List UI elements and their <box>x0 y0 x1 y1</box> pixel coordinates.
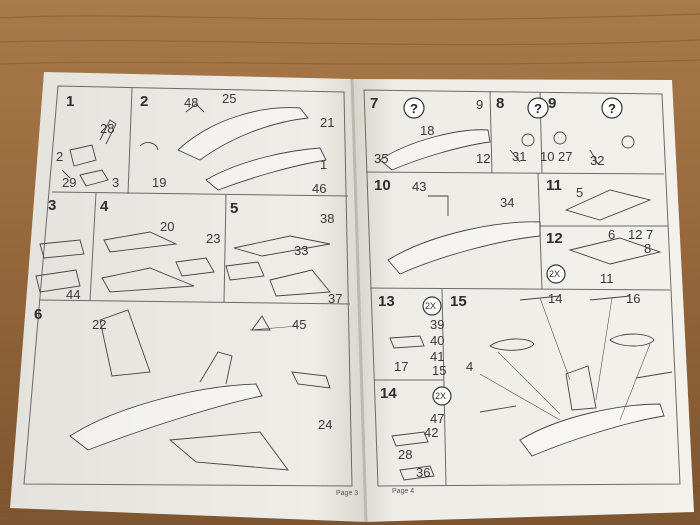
step-number: 15 <box>450 293 467 310</box>
part-number: 46 <box>312 181 327 196</box>
step-number: 10 <box>374 177 391 194</box>
svg-text:?: ? <box>534 101 542 116</box>
part-number: 45 <box>292 317 307 332</box>
part-number: 19 <box>152 175 167 190</box>
part-number: 23 <box>206 231 221 246</box>
part-number: 38 <box>320 211 335 226</box>
step-number: 13 <box>378 293 395 310</box>
part-number: 8 <box>644 241 652 256</box>
step-number: 11 <box>546 177 562 194</box>
part-number: 22 <box>92 317 107 332</box>
part-number: 42 <box>424 425 439 440</box>
step-number: 12 <box>546 230 563 247</box>
part-number: 48 <box>184 95 199 110</box>
step-number: 2 <box>140 93 149 110</box>
part-number: 12 <box>476 151 491 166</box>
part-number: 33 <box>294 243 309 258</box>
step-number: 4 <box>100 198 109 215</box>
step-number: 5 <box>230 200 239 217</box>
part-number: 12 <box>628 227 643 242</box>
step-number: 6 <box>34 306 43 323</box>
part-number: 27 <box>558 149 573 164</box>
part-number: 41 <box>430 349 445 364</box>
svg-text:?: ? <box>410 101 418 116</box>
part-number: 40 <box>430 333 445 348</box>
part-number: 18 <box>420 123 435 138</box>
part-number: 25 <box>222 91 237 106</box>
step-number: 14 <box>380 385 397 402</box>
part-number: 37 <box>328 291 343 306</box>
part-number: 44 <box>66 287 81 302</box>
step-number: 7 <box>370 95 379 112</box>
part-number: 1 <box>320 157 328 172</box>
svg-text:?: ? <box>608 101 616 116</box>
right-page <box>352 79 694 522</box>
part-number: 5 <box>576 185 584 200</box>
assembly-drawings <box>35 103 673 481</box>
part-number: 16 <box>626 291 641 306</box>
question-marks: ? ? ? <box>410 101 616 116</box>
part-number: 31 <box>512 149 527 164</box>
part-number: 6 <box>608 227 616 242</box>
part-number: 9 <box>476 97 484 112</box>
left-page-label: Page 3 <box>336 490 359 497</box>
part-number: 20 <box>160 219 175 234</box>
part-number: 24 <box>318 417 333 432</box>
part-number: 4 <box>466 359 474 374</box>
right-page-label: Page 4 <box>392 488 415 495</box>
part-number: 36 <box>416 465 431 480</box>
step-number: 8 <box>496 95 505 112</box>
quantity-mark: 2X <box>435 391 447 401</box>
part-number: 35 <box>374 151 389 166</box>
part-number: 3 <box>112 175 120 190</box>
part-number: 21 <box>320 115 335 130</box>
part-number: 39 <box>430 317 445 332</box>
part-number: 32 <box>590 153 605 168</box>
step-number: 9 <box>548 95 557 112</box>
part-number: 28 <box>100 121 115 136</box>
part-number: 2 <box>56 149 64 164</box>
quantity-circles <box>422 264 566 406</box>
part-number: 15 <box>432 363 447 378</box>
part-number: 7 <box>646 227 654 242</box>
leader-lines <box>249 297 651 421</box>
left-panel-grid <box>23 85 353 487</box>
part-number: 14 <box>548 291 563 306</box>
part-number: 34 <box>500 195 515 210</box>
quantity-mark: 2X <box>549 269 561 279</box>
part-number: 28 <box>398 447 413 462</box>
center-fold <box>350 78 368 523</box>
left-page <box>10 72 366 522</box>
step-number: 3 <box>48 197 57 214</box>
part-number: 29 <box>62 175 77 190</box>
part-number: 11 <box>600 271 614 286</box>
part-number: 17 <box>394 359 409 374</box>
step-number: 1 <box>66 93 75 110</box>
quantity-mark: 2X <box>425 301 437 311</box>
part-number: 47 <box>430 411 445 426</box>
part-number: 43 <box>412 179 427 194</box>
question-circles <box>403 97 623 119</box>
part-number: 10 <box>540 149 555 164</box>
